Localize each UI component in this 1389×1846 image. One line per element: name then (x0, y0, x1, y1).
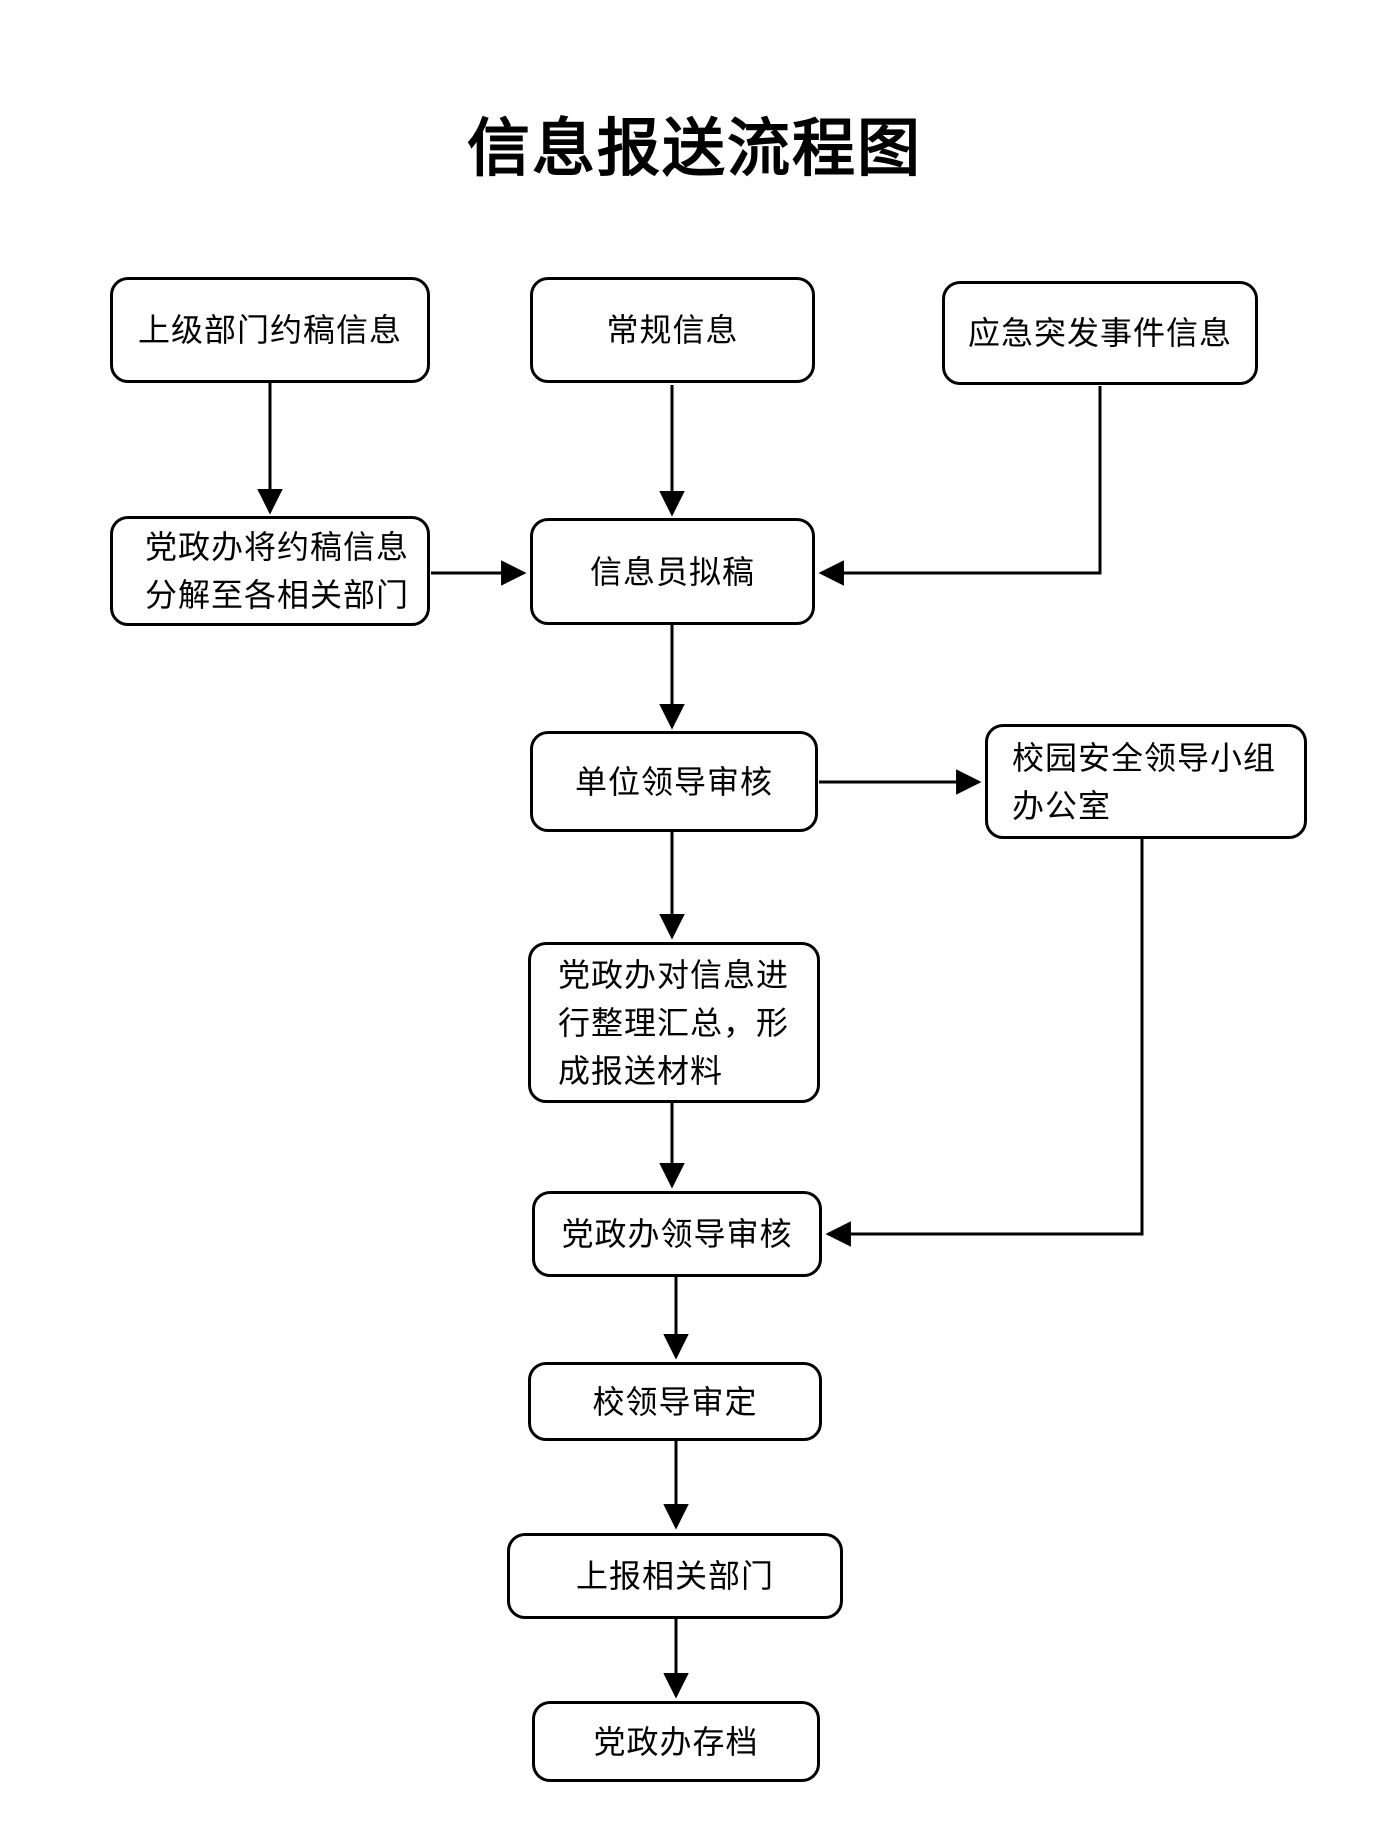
node-campus-safety-office: 校园安全领导小组 办公室 (985, 724, 1307, 839)
node-report-related-departments: 上报相关部门 (507, 1533, 843, 1619)
node-consolidate: 党政办对信息进 行整理汇总，形 成报送材料 (528, 942, 820, 1103)
page-title: 信息报送流程图 (467, 114, 922, 184)
node-distribute: 党政办将约稿信息 分解至各相关部门 (110, 516, 430, 626)
node-dzb-leader-review: 党政办领导审核 (532, 1191, 822, 1277)
node-school-leader-approval: 校领导审定 (528, 1362, 822, 1441)
node-informant-draft: 信息员拟稿 (530, 518, 815, 625)
node-regular-info: 常规信息 (530, 277, 815, 383)
arrow-emergency-to-draft (818, 386, 1102, 586)
node-superior-request: 上级部门约稿信息 (110, 277, 430, 383)
node-unit-leader-review: 单位领导审核 (530, 731, 818, 832)
arrow-safety-office-to-dzb-review (825, 839, 1144, 1247)
node-archive: 党政办存档 (532, 1701, 820, 1782)
node-emergency-info: 应急突发事件信息 (942, 281, 1258, 385)
